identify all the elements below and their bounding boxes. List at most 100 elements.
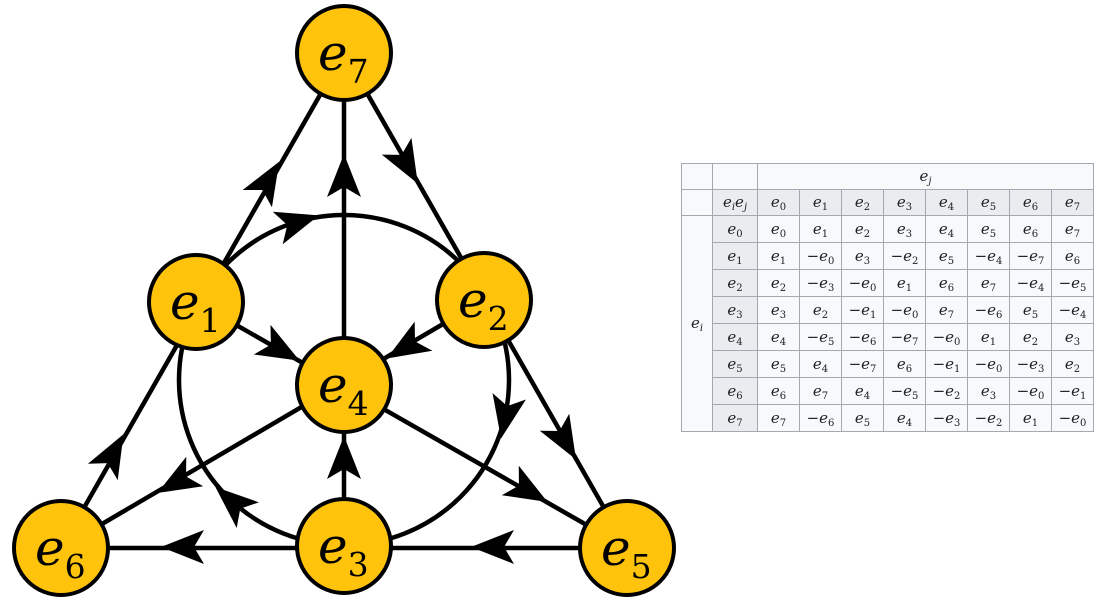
- row-header: e3: [712, 296, 758, 324]
- product-cell: e3: [841, 242, 884, 270]
- col-header: e1: [799, 189, 842, 216]
- arrowhead: [272, 211, 319, 245]
- product-cell: −e0: [925, 323, 968, 351]
- fano-plane-diagram: e7 e1 e2 e4 e6 e3: [12, 4, 676, 597]
- arrowhead: [501, 465, 548, 502]
- nodes: e7 e1 e2 e4 e6 e3: [12, 4, 676, 597]
- node-e5: e5: [578, 499, 676, 597]
- product-cell: e3: [883, 215, 926, 243]
- product-cell: e6: [883, 350, 926, 378]
- node-e4: e4: [295, 336, 393, 434]
- product-cell: −e4: [967, 242, 1010, 270]
- row-header: e7: [712, 404, 758, 432]
- row-header: e5: [712, 350, 758, 378]
- arrowhead: [242, 161, 280, 208]
- arrowhead: [327, 436, 361, 479]
- product-cell: −e6: [799, 404, 842, 432]
- product-cell: e3: [757, 296, 800, 324]
- arrowhead: [157, 456, 204, 493]
- node-e7: e7: [295, 4, 393, 102]
- label-base: e: [318, 517, 348, 575]
- col-header: e2: [841, 189, 884, 216]
- product-cell: e2: [757, 269, 800, 297]
- product-cell: e7: [967, 269, 1010, 297]
- product-cell: e2: [1051, 350, 1094, 378]
- arrowhead: [381, 137, 418, 184]
- product-cell: −e2: [883, 242, 926, 270]
- label-sub: 5: [631, 547, 652, 586]
- arrowhead: [539, 413, 576, 460]
- label-base: e: [170, 273, 200, 331]
- product-cell: e4: [883, 404, 926, 432]
- product-cell: e7: [799, 377, 842, 405]
- product-cell: e7: [757, 404, 800, 432]
- arrowhead: [87, 434, 124, 481]
- col-header: e0: [757, 189, 800, 216]
- product-cell: e6: [757, 377, 800, 405]
- product-cell: −e0: [799, 242, 842, 270]
- node-label-e4: e4: [318, 356, 369, 423]
- product-cell: −e3: [799, 269, 842, 297]
- product-cell: e3: [1051, 323, 1094, 351]
- arrowhead: [471, 530, 514, 564]
- col-header: e7: [1051, 189, 1094, 216]
- row-header: e6: [712, 377, 758, 405]
- node-circle-e1: [147, 253, 245, 351]
- product-cell: −e6: [967, 296, 1010, 324]
- product-cell: −e2: [925, 377, 968, 405]
- product-cell: e2: [799, 296, 842, 324]
- product-cell: e4: [841, 377, 884, 405]
- table-row-col-group: ej: [681, 163, 1094, 190]
- node-circle-e5: [578, 499, 676, 597]
- arrowheads: [87, 137, 576, 564]
- product-cell: e5: [967, 215, 1010, 243]
- node-label-e6: e6: [35, 519, 86, 586]
- label-base: e: [35, 519, 65, 577]
- row-header: e2: [712, 269, 758, 297]
- label-base: e: [318, 356, 348, 414]
- product-cell: e5: [841, 404, 884, 432]
- product-cell: e0: [757, 215, 800, 243]
- product-cell: −e5: [1051, 269, 1094, 297]
- product-cell: e1: [1009, 404, 1052, 432]
- node-e6: e6: [12, 499, 110, 597]
- arrowhead: [215, 486, 259, 528]
- product-cell: e3: [967, 377, 1010, 405]
- product-cell: e5: [757, 350, 800, 378]
- node-circle-e3: [295, 497, 393, 595]
- product-cell: −e0: [1051, 404, 1094, 432]
- node-circle-e4: [295, 336, 393, 434]
- col-header: e6: [1009, 189, 1052, 216]
- arrowhead: [386, 321, 433, 359]
- product-cell: −e3: [925, 404, 968, 432]
- product-cell: −e4: [1051, 296, 1094, 324]
- product-cell: −e1: [841, 296, 884, 324]
- product-cell: −e0: [841, 269, 884, 297]
- product-cell: −e4: [1009, 269, 1052, 297]
- arrowhead: [492, 393, 526, 439]
- product-cell: −e6: [841, 323, 884, 351]
- arrowhead: [161, 530, 204, 564]
- arrowhead: [253, 324, 300, 361]
- product-cell: e5: [1009, 296, 1052, 324]
- node-circle-e6: [12, 499, 110, 597]
- node-label-e5: e5: [601, 519, 652, 586]
- node-e1: e1: [147, 253, 245, 351]
- edge-lines: [59, 51, 629, 551]
- product-cell: e6: [925, 269, 968, 297]
- product-cell: e4: [799, 350, 842, 378]
- corner-blank: [681, 163, 713, 190]
- product-cell: e2: [1009, 323, 1052, 351]
- product-cell: e4: [925, 215, 968, 243]
- label-base: e: [458, 271, 488, 329]
- product-cell: −e2: [967, 404, 1010, 432]
- node-label-e1: e1: [170, 273, 221, 340]
